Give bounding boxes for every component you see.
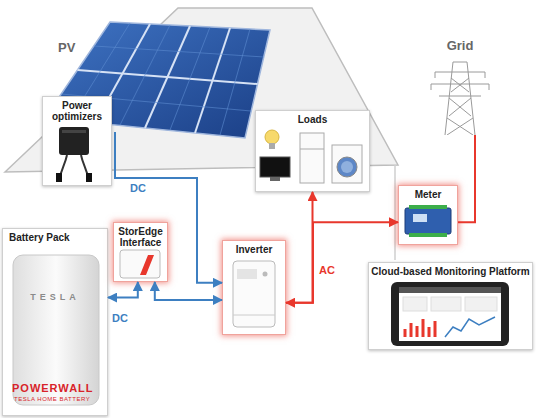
- art-part: [465, 297, 497, 311]
- loads-box: Loads: [255, 110, 370, 192]
- node-text: Inverter: [223, 241, 285, 255]
- art-part: [399, 287, 501, 293]
- storedge-device: [114, 247, 167, 281]
- art-part: [233, 315, 275, 316]
- art-part: [413, 214, 427, 222]
- art-part: [405, 208, 451, 234]
- art-part: [405, 319, 435, 337]
- art-part: [341, 161, 353, 173]
- node-text: Power optimizers: [43, 97, 111, 122]
- art-part: [233, 261, 275, 327]
- art-part: [391, 282, 509, 346]
- art-part: [431, 72, 489, 90]
- grid-node: Grid: [425, 40, 495, 135]
- load-appliances: [256, 125, 369, 191]
- inverter-device: [223, 257, 285, 333]
- art-part: [300, 149, 324, 150]
- wire-connector: [458, 135, 475, 222]
- inverter-box: Inverter: [222, 240, 286, 335]
- art-part: [94, 46, 264, 57]
- optimizer-box: Power optimizers: [42, 96, 112, 186]
- meter-device: [399, 202, 457, 242]
- art-part: [86, 173, 92, 182]
- art-part: [445, 317, 495, 337]
- art-part: [78, 70, 258, 84]
- node-text: StorEdge Interface: [114, 223, 167, 248]
- meter-box: Meter: [398, 185, 458, 245]
- art-part: [56, 173, 62, 182]
- brand-mark: TESLA: [2, 292, 108, 302]
- art-part: [120, 250, 160, 278]
- node-text: Battery Pack: [3, 229, 107, 243]
- node-text: PV: [58, 42, 75, 53]
- wire-connector: [286, 222, 398, 303]
- art-part: [431, 72, 489, 96]
- art-part: [170, 27, 210, 130]
- art-part: [403, 297, 427, 311]
- current-label: DC: [130, 182, 146, 194]
- optimizer-device: [43, 123, 111, 185]
- node-text: Cloud-based Monitoring Platform: [369, 263, 532, 277]
- art-part: [270, 177, 280, 181]
- node-text: Grid: [425, 40, 495, 51]
- art-part: [399, 287, 501, 341]
- wire-connector: [115, 132, 222, 283]
- product-name: POWERWALL: [12, 382, 102, 394]
- wire-connector: [286, 192, 313, 303]
- house-wall: [394, 165, 396, 260]
- art-part: [337, 157, 357, 177]
- art-part: [431, 297, 461, 311]
- pv-array: PV: [100, 22, 270, 132]
- product-subtitle: TESLA HOME BATTERY: [14, 396, 104, 402]
- art-part: [59, 127, 89, 155]
- art-part: [220, 29, 250, 135]
- node-text: Loads: [256, 111, 369, 125]
- art-part: [409, 233, 447, 237]
- current-label: AC: [319, 264, 335, 276]
- power-pylon: [425, 58, 495, 135]
- art-part: [332, 145, 362, 183]
- wire-connector: [108, 282, 138, 298]
- node-text: Meter: [399, 186, 457, 200]
- wire-connector: [155, 282, 222, 300]
- monitoring-box: Cloud-based Monitoring Platform: [368, 262, 533, 350]
- art-part: [62, 130, 86, 133]
- art-part: [263, 272, 268, 277]
- monitoring-tablet: [369, 279, 532, 349]
- art-part: [140, 255, 154, 275]
- art-part: [300, 133, 324, 183]
- art-part: [409, 205, 447, 209]
- storedge-box: StorEdge Interface: [113, 222, 168, 282]
- art-part: [120, 25, 170, 125]
- art-part: [237, 269, 257, 279]
- current-label: DC: [112, 312, 128, 324]
- art-part: [447, 78, 473, 135]
- art-part: [445, 62, 475, 135]
- art-part: [431, 62, 489, 135]
- art-part: [265, 130, 279, 144]
- art-part: [260, 157, 290, 177]
- art-part: [269, 143, 275, 149]
